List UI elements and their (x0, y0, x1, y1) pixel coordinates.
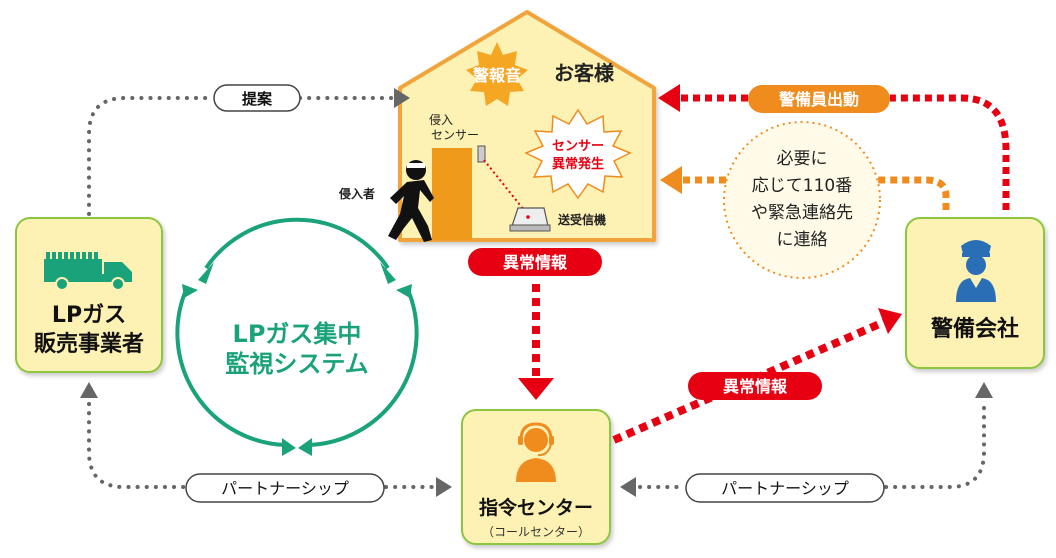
cycle-arrowhead-icon (380, 262, 396, 284)
abnormal-diag-arrowhead-icon (878, 308, 902, 334)
note-line2: 応じて110番 (752, 176, 852, 196)
sensor-signal-line (483, 159, 525, 211)
partnership-left-pill (185, 473, 385, 503)
cycle-arrowhead-icon (396, 284, 412, 298)
dispatch-label: 警備員出動 (778, 90, 859, 109)
note-arrowhead-icon (660, 166, 682, 194)
partnership-right-connector: パートナーシップ (620, 382, 993, 503)
abnormal-diag-pill (688, 372, 822, 400)
command-center-label: 指令センター (479, 496, 593, 519)
alarm-burst-icon (466, 42, 528, 106)
partnership-left-arrowhead-right-icon (436, 477, 452, 497)
note-bubble (723, 121, 881, 279)
customer-title: お客様 (554, 61, 615, 85)
abnormal-diag-label: 異常情報 (723, 377, 788, 396)
note-line1: 必要に (777, 149, 828, 169)
customer-house: 警報音 お客様 侵入 センサー センサー 異常発生 送受信機 (398, 10, 656, 242)
cycle-arrowhead-icon (298, 438, 312, 456)
central-line2: 監視システム (225, 350, 368, 378)
abnormal-info-down-connector: 異常情報 (468, 248, 602, 400)
proposal-arrowhead-icon (394, 88, 410, 108)
abnormal-down-label: 異常情報 (503, 253, 568, 272)
transmitter-label: 送受信機 (557, 212, 606, 227)
note-line3: や緊急連絡先 (751, 203, 853, 223)
cycle-arc-right (307, 289, 419, 447)
cycle-arrowhead-icon (282, 438, 296, 456)
partnership-left-arrowhead-up-icon (80, 382, 98, 398)
sensor-burst-line2: 異常発生 (552, 156, 604, 172)
security-company-box: 警備会社 (905, 217, 1045, 369)
abnormal-down-pill (468, 248, 602, 276)
dispatch-line-right (890, 94, 1010, 210)
partnership-right-line-b (884, 402, 986, 489)
abnormal-info-diag-connector: 異常情報 (612, 308, 902, 444)
partnership-left-connector: パートナーシップ (80, 382, 452, 503)
partnership-right-arrowhead-up-icon (975, 382, 993, 398)
partnership-left-label: パートナーシップ (221, 479, 349, 498)
gas-truck-icon (44, 252, 132, 291)
transmitter-icon (509, 207, 551, 232)
guard-dispatch-connector: 警備員出動 (658, 84, 1010, 210)
cycle-arrowhead-icon (198, 262, 214, 284)
lp-dealer-line2: 販売事業者 (34, 331, 144, 357)
emergency-note-connector: 必要に 応じて110番 や緊急連絡先 に連絡 (660, 121, 950, 279)
central-line1: LPガス集中 (233, 320, 362, 348)
proposal-pill (213, 84, 301, 112)
lp-dealer-line1: LPガス (52, 303, 126, 328)
sensor-alert-burst-icon (524, 108, 632, 200)
lp-dealer-box: LPガス 販売事業者 (15, 217, 163, 373)
central-monitoring-cycle: LPガス集中 監視システム (175, 217, 419, 456)
cycle-arrowhead-icon (182, 284, 198, 298)
sensor-burst-line1: センサー (552, 139, 604, 154)
note-line4: に連絡 (777, 230, 828, 250)
sensor-device-icon (477, 145, 486, 163)
cycle-arc-top (204, 217, 390, 270)
dispatch-arrowhead-icon (658, 84, 680, 112)
alarm-label: 警報音 (472, 66, 521, 85)
command-center-sublabel: （コールセンター） (482, 525, 590, 539)
security-guard-icon (956, 240, 996, 302)
partnership-right-arrowhead-left-icon (620, 477, 636, 497)
dispatch-pill (748, 85, 890, 113)
sensor-label-line1: 侵入 (429, 112, 453, 127)
note-line-right (876, 176, 950, 210)
security-company-label: 警備会社 (930, 316, 1019, 342)
proposal-line-left (87, 96, 216, 216)
proposal-label: 提案 (242, 90, 273, 108)
abnormal-down-arrowhead-icon (518, 378, 554, 400)
intruder-icon (388, 160, 434, 242)
sensor-label-line2: センサー (431, 128, 479, 142)
intruder-label: 侵入者 (338, 186, 375, 201)
partnership-left-line-a (87, 402, 186, 489)
door (432, 148, 472, 240)
cycle-arc-left (175, 289, 287, 447)
partnership-right-label: パートナーシップ (721, 479, 849, 498)
command-center-box: 指令センター （コールセンター） (461, 409, 611, 545)
proposal-connector: 提案 (87, 84, 410, 216)
operator-headset-icon (516, 422, 556, 482)
partnership-right-pill (685, 473, 885, 503)
